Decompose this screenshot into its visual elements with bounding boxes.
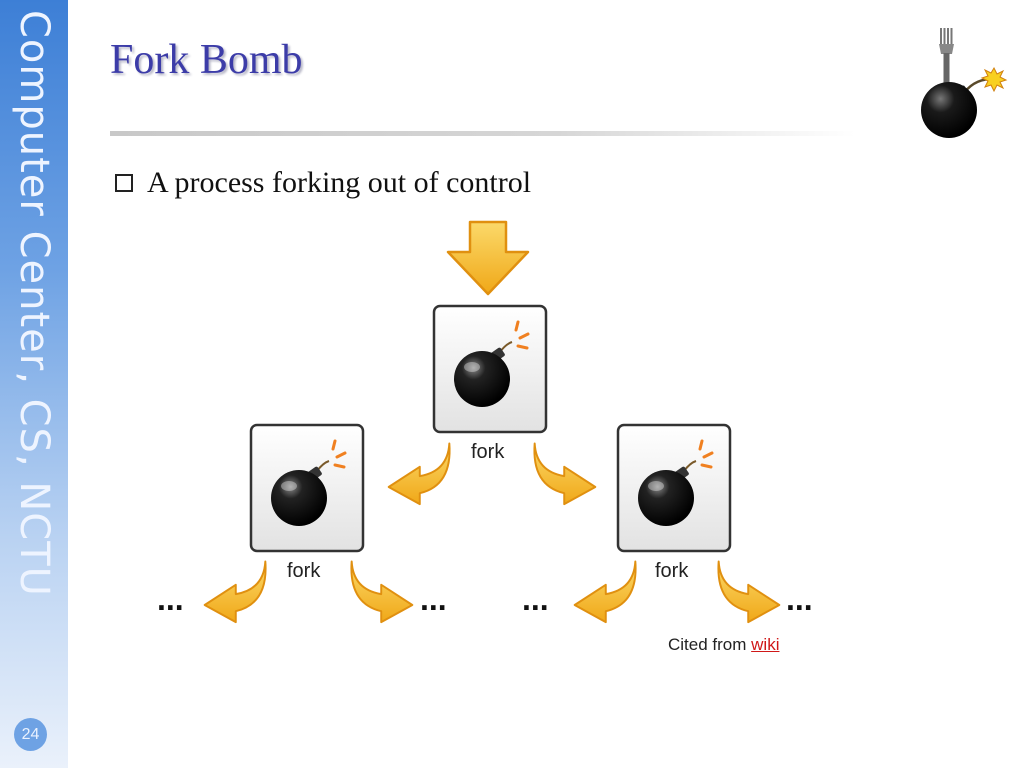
bomb-icon bbox=[432, 304, 548, 434]
ellipsis: ... bbox=[786, 581, 813, 617]
sidebar: Computer Center, CS, NCTU 24 bbox=[0, 0, 68, 768]
curved-arrow-icon bbox=[350, 560, 414, 624]
checkbox-bullet-icon bbox=[115, 174, 133, 192]
curved-arrow-icon bbox=[203, 560, 267, 624]
ellipsis: ... bbox=[522, 581, 549, 617]
down-arrow-icon bbox=[446, 220, 530, 296]
bomb-icon bbox=[249, 423, 365, 553]
sidebar-org-name: Computer Center, CS, NCTU bbox=[11, 10, 57, 597]
fork-label: fork bbox=[287, 560, 321, 582]
wiki-link[interactable]: wiki bbox=[751, 635, 780, 654]
curved-arrow-icon bbox=[573, 560, 637, 624]
slide-title: Fork Bomb bbox=[110, 37, 303, 83]
citation: Cited from wiki bbox=[668, 635, 779, 655]
ellipsis: ... bbox=[420, 581, 447, 617]
title-divider bbox=[110, 131, 855, 136]
curved-arrow-icon bbox=[387, 442, 451, 506]
bullet-text: A process forking out of control bbox=[147, 166, 532, 199]
fork-label: fork bbox=[655, 560, 689, 582]
fork-bomb-logo-icon bbox=[921, 28, 1008, 138]
page-number: 24 bbox=[14, 718, 47, 751]
ellipsis: ... bbox=[157, 581, 184, 617]
curved-arrow-icon bbox=[717, 560, 781, 624]
bullet-item: A process forking out of control bbox=[115, 166, 531, 200]
citation-prefix: Cited from bbox=[668, 635, 752, 654]
bomb-icon bbox=[616, 423, 732, 553]
fork-label: fork bbox=[471, 441, 505, 463]
curved-arrow-icon bbox=[533, 442, 597, 506]
